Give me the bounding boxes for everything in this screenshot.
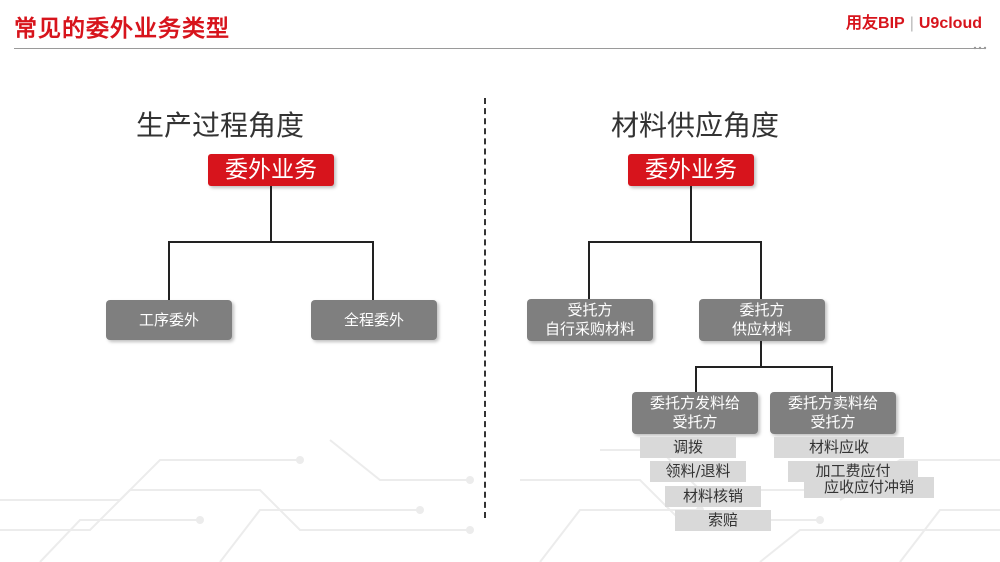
branch-1-item-claim: 索赔 [675, 510, 771, 531]
right-root-node: 委外业务 [628, 154, 754, 186]
branch-issue-materials-node: 委托方发料给 受托方 [632, 392, 758, 434]
node-label-line-1: 委托方卖料给 [787, 394, 878, 412]
node-label-line-2: 受托方 [810, 413, 856, 431]
left-connector-bar [168, 241, 374, 243]
section-divider [484, 98, 486, 518]
node-label-line-1: 委托方发料给 [649, 394, 740, 412]
branch-2-item-material-receivable: 材料应收 [774, 437, 904, 458]
right-connector-stem [690, 186, 692, 242]
brand-secondary: U9cloud [918, 15, 982, 32]
right-sub-connector-bar [695, 366, 833, 368]
branch-1-item-requisition-return: 领料/退料 [650, 461, 746, 482]
node-label-line-2: 自行采购材料 [544, 320, 635, 338]
brand-primary: 用友BIP [846, 15, 905, 32]
circuit-background-decoration [0, 439, 1000, 562]
branch-1-item-material-writeoff: 材料核销 [665, 486, 761, 507]
left-node-process-outsourcing: 工序委外 [106, 300, 232, 340]
right-connector-bar [588, 241, 762, 243]
right-node-contractor-self-purchase: 受托方 自行采购材料 [527, 299, 653, 341]
node-label-line-1: 委托方 [739, 301, 785, 319]
node-label-line-2: 受托方 [672, 413, 718, 431]
left-connector-drop-1 [168, 241, 170, 300]
right-sub-connector-stem [760, 341, 762, 367]
left-connector-stem [270, 186, 272, 242]
slide-title: 常见的委外业务类型 [14, 16, 230, 42]
right-section-heading: 材料供应角度 [610, 109, 780, 142]
branch-1-item-transfer: 调拨 [640, 437, 736, 458]
node-label: 全程委外 [343, 310, 404, 329]
brand-separator: | [909, 15, 914, 32]
left-section-heading: 生产过程角度 [135, 109, 305, 142]
right-connector-drop-2 [760, 241, 762, 299]
left-connector-drop-2 [372, 241, 374, 300]
right-sub-connector-drop-1 [695, 366, 697, 392]
title-underline [14, 48, 984, 49]
branch-2-item-ar-ap-offset: 应收应付冲销 [804, 477, 934, 498]
rule-end-dots [973, 46, 987, 50]
node-label: 工序委外 [138, 310, 199, 329]
node-label-line-2: 供应材料 [731, 320, 792, 338]
brand-logo: 用友BIP|U9cloud [846, 9, 982, 33]
left-root-node: 委外业务 [208, 154, 334, 186]
right-node-client-supply: 委托方 供应材料 [699, 299, 825, 341]
branch-sell-materials-node: 委托方卖料给 受托方 [770, 392, 896, 434]
left-node-full-outsourcing: 全程委外 [311, 300, 437, 340]
right-connector-drop-1 [588, 241, 590, 299]
right-sub-connector-drop-2 [831, 366, 833, 392]
branch-2-item-processing-fee-payable: 加工费应付 [788, 461, 918, 482]
node-label-line-1: 受托方 [567, 301, 613, 319]
